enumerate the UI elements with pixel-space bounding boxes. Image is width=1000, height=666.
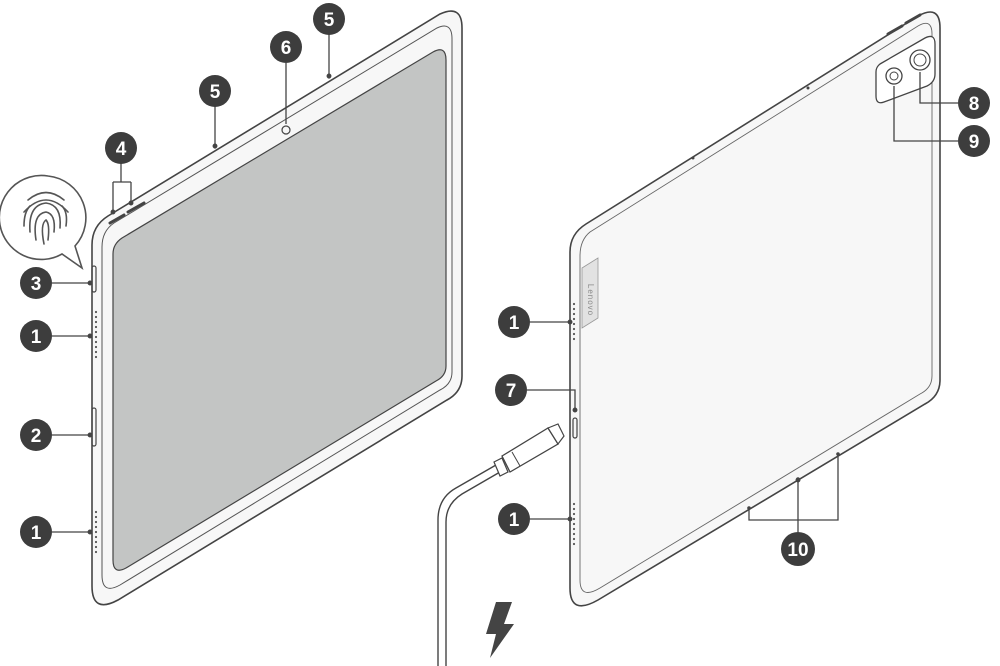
back-tablet: Lenovo [569,11,941,607]
rear-camera-lens [913,53,927,67]
svg-text:1: 1 [509,510,520,531]
callout-1: 1 [498,306,530,338]
pogo-pin [747,506,751,510]
speaker-grille-lower [572,502,576,546]
svg-text:9: 9 [969,132,980,153]
callout-3: 3 [20,267,52,299]
callout-1: 1 [498,503,530,535]
volume-button [886,24,904,36]
volume-button [126,201,146,214]
back-tablet-body [569,11,941,607]
front-camera [281,125,291,135]
front-tablet [91,10,463,606]
svg-text:1: 1 [509,313,520,334]
volume-button [904,13,922,25]
callout-6: 6 [270,31,302,63]
callout-5: 5 [199,75,231,107]
logo-panel [581,257,599,329]
top-mic-hole [806,86,810,90]
front-tablet-screen [112,49,447,571]
svg-text:8: 8 [969,94,980,115]
svg-text:1: 1 [31,327,42,348]
pogo-pin [836,452,840,456]
charging-bolt-icon [486,602,514,658]
callouts: 1 1 1 1 2 3 4 5 [20,3,990,566]
callout-2: 2 [20,419,52,451]
front-tablet-bezel [101,25,453,589]
callout-10: 10 [781,532,815,566]
leader-lines [52,34,958,535]
volume-button [108,213,126,225]
callout-5: 5 [313,3,345,35]
callout-9: 9 [958,125,990,157]
callout-7: 7 [495,374,527,406]
usb-c-cable-icon [437,423,565,666]
back-tablet-edge [579,22,933,593]
speaker-grille-lower [94,510,98,554]
usb-c-port [572,417,578,439]
brand-logo: Lenovo [586,284,595,316]
fingerprint-icon [0,174,87,271]
svg-text:2: 2 [31,426,42,447]
svg-text:6: 6 [281,38,292,59]
callout-1: 1 [20,320,52,352]
svg-text:5: 5 [324,10,335,31]
svg-text:3: 3 [31,274,42,295]
svg-text:5: 5 [210,82,221,103]
top-mic-hole [691,156,695,160]
svg-text:7: 7 [506,381,517,402]
svg-text:1: 1 [31,523,42,544]
callout-4: 4 [105,132,137,164]
callout-1: 1 [20,516,52,548]
power-key [91,265,97,293]
flash-lens [889,71,899,81]
svg-text:4: 4 [116,139,127,160]
rear-camera-lens [909,49,931,71]
speaker-grille-upper [572,302,576,341]
speaker-grille-upper [94,310,98,359]
callout-8: 8 [958,87,990,119]
flash-lens [885,67,903,85]
pogo-connector [91,407,97,447]
svg-text:10: 10 [787,540,808,561]
